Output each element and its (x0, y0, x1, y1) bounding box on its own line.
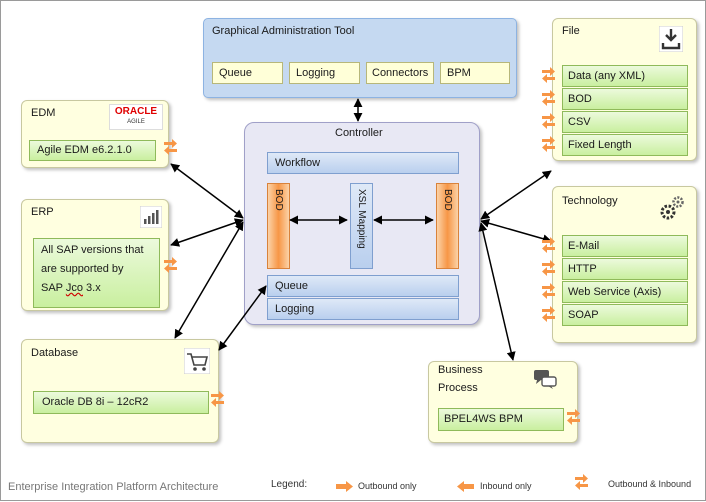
erp-title: ERP (31, 206, 54, 218)
diagram-caption: Enterprise Integration Platform Architec… (8, 481, 219, 493)
legend-both-arrow-icon (575, 474, 588, 490)
tech-email-arrow-icon (542, 237, 555, 253)
bar-chart-icon (140, 206, 162, 228)
business-process-panel: Business Process BPEL4WS BPM (428, 361, 578, 443)
graphical-admin-tool-panel: Graphical Administration Tool Queue Logg… (203, 18, 517, 98)
gat-queue: Queue (212, 62, 283, 84)
file-bod-arrow-icon (542, 90, 555, 106)
file-data-arrow-icon (542, 67, 555, 83)
controller-queue-box: Queue (267, 275, 459, 297)
file-item-bod: BOD (562, 88, 688, 110)
legend-label: Legend: (271, 479, 308, 490)
erp-line3-jco: Jco (65, 282, 83, 294)
gat-bpm: BPM (440, 62, 510, 84)
file-item-csv: CSV (562, 111, 688, 133)
file-item-data: Data (any XML) (562, 65, 688, 87)
connector-database-queue (218, 285, 267, 351)
bp-title-line1: Business (438, 364, 483, 376)
tech-http-arrow-icon (542, 260, 555, 276)
oracle-logo-text: ORACLE (114, 106, 158, 117)
erp-item: All SAP versions that are supported by S… (33, 238, 160, 308)
erp-panel: ERP All SAP versions that are supported … (21, 199, 169, 311)
legend-inbound-text: Inbound only (480, 481, 532, 491)
bod-right-label: BOD (442, 189, 453, 211)
file-panel: File Data (any XML) BOD CSV Fixed Length (552, 18, 697, 161)
file-item-fixed-length: Fixed Length (562, 134, 688, 156)
tech-item-soap: SOAP (562, 304, 688, 326)
legend-outbound-arrow-icon (336, 481, 353, 492)
tech-item-email: E-Mail (562, 235, 688, 257)
erp-line3-a: SAP (41, 282, 66, 294)
xsl-mapping-box: XSL Mapping (350, 183, 373, 269)
bp-title-line2: Process (438, 382, 478, 394)
file-title: File (562, 25, 580, 37)
workflow-box: Workflow (267, 152, 459, 174)
gat-connectors: Connectors (366, 62, 434, 84)
technology-panel: Technology E-Mail HTTP Web Service (Axis… (552, 186, 697, 343)
bod-left-label: BOD (273, 189, 284, 211)
orange-arrow-set (164, 67, 588, 492)
legend-both-text: Outbound & Inbound (608, 479, 692, 489)
technology-title: Technology (562, 195, 618, 207)
connector-technology (480, 218, 552, 244)
bod-left-box: BOD (267, 183, 290, 269)
erp-line1: All SAP versions that (41, 244, 144, 256)
tech-item-webservice: Web Service (Axis) (562, 281, 688, 303)
tech-soap-arrow-icon (542, 306, 555, 322)
agile-logo-text: AGILE (127, 119, 145, 125)
database-bidirectional-arrow-icon (211, 391, 224, 407)
connector-edm (170, 163, 244, 219)
erp-line3-c: 3.x (83, 282, 101, 294)
edm-title: EDM (31, 107, 56, 119)
gears-icon (660, 196, 684, 220)
tech-ws-arrow-icon (542, 283, 555, 299)
shopping-cart-icon (184, 348, 210, 374)
bp-item: BPEL4WS BPM (438, 408, 564, 431)
connector-business (478, 222, 516, 361)
controller-logging-box: Logging (267, 298, 459, 320)
database-title: Database (31, 347, 79, 359)
chat-bubbles-icon (534, 370, 557, 389)
gat-title: Graphical Administration Tool (212, 25, 355, 37)
erp-line3: SAP Jco 3.x (41, 279, 152, 298)
xsl-mapping-label: XSL Mapping (356, 189, 367, 249)
erp-bidirectional-arrow-icon (164, 257, 177, 273)
legend-outbound-text: Outbound only (358, 481, 417, 491)
tech-item-http: HTTP (562, 258, 688, 280)
bod-right-box: BOD (436, 183, 459, 269)
legend-inbound-arrow-icon (457, 481, 474, 492)
edm-item: Agile EDM e6.2.1.0 (29, 140, 156, 161)
file-csv-arrow-icon (542, 113, 555, 129)
file-fixed-arrow-icon (542, 136, 555, 152)
controller-title: Controller (335, 127, 383, 139)
edm-panel: EDM ORACLE AGILE Agile EDM e6.2.1.0 (21, 100, 169, 168)
edm-bidirectional-arrow-icon (164, 139, 177, 155)
gat-logging: Logging (289, 62, 360, 84)
erp-line2: are supported by (41, 263, 124, 275)
database-item: Oracle DB 8i – 12cR2 (33, 391, 209, 414)
connector-file (480, 170, 552, 220)
bp-bidirectional-arrow-icon (567, 409, 580, 425)
download-icon (659, 26, 683, 52)
connector-database (174, 221, 244, 339)
database-panel: Database Oracle DB 8i – 12cR2 (21, 339, 219, 443)
oracle-agile-logo: ORACLE AGILE (109, 104, 163, 130)
controller-panel: Controller Workflow BOD XSL Mapping BOD … (244, 122, 480, 325)
